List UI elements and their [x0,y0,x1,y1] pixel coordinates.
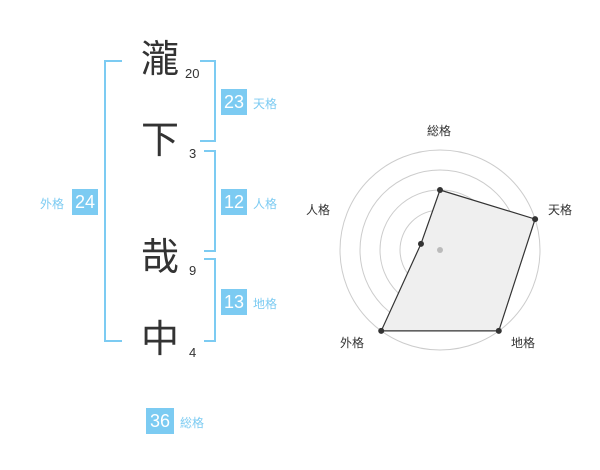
axis-label-gaikaku: 外格 [340,336,365,350]
chikaku-value: 13 [221,289,247,315]
stroke-count-1: 20 [185,66,200,81]
axis-label-chikaku: 地格 [511,336,536,350]
tenkaku-bracket [200,60,216,142]
stroke-count-2: 3 [189,146,197,161]
fortune-radar-chart [339,149,541,351]
radar-points [378,187,539,334]
jinkaku-value: 12 [221,189,247,215]
radar-center [437,247,443,253]
soukaku-label: 総格 [180,416,205,430]
gaikaku-label: 外格 [40,197,65,211]
radar-area [380,189,536,332]
axis-label-soukaku: 総格 [427,124,452,138]
tenkaku-label: 天格 [253,97,278,111]
chikaku-label: 地格 [253,297,278,311]
name-char-3: 哉 [141,235,180,279]
chikaku-bracket [204,258,216,342]
axis-label-jinkaku: 人格 [306,203,331,217]
jinkaku-label: 人格 [253,197,278,211]
radar-point-2 [495,327,502,334]
axis-label-tenkaku: 天格 [548,203,573,217]
soukaku-value: 36 [146,408,174,434]
radar-point-0 [437,187,443,193]
name-char-2: 下 [141,118,180,162]
name-char-4: 中 [141,317,180,361]
jinkaku-bracket [204,150,216,252]
radar-point-1 [532,216,539,223]
tenkaku-value: 23 [221,89,247,115]
gaikaku-bracket [104,60,122,342]
stroke-count-4: 4 [189,345,197,360]
name-char-1: 瀧 [141,37,180,81]
stroke-count-3: 9 [189,263,197,278]
radar-grid-ring [339,149,541,351]
radar-point-3 [378,327,385,334]
gaikaku-value: 24 [72,189,98,215]
radar-point-4 [417,240,424,247]
